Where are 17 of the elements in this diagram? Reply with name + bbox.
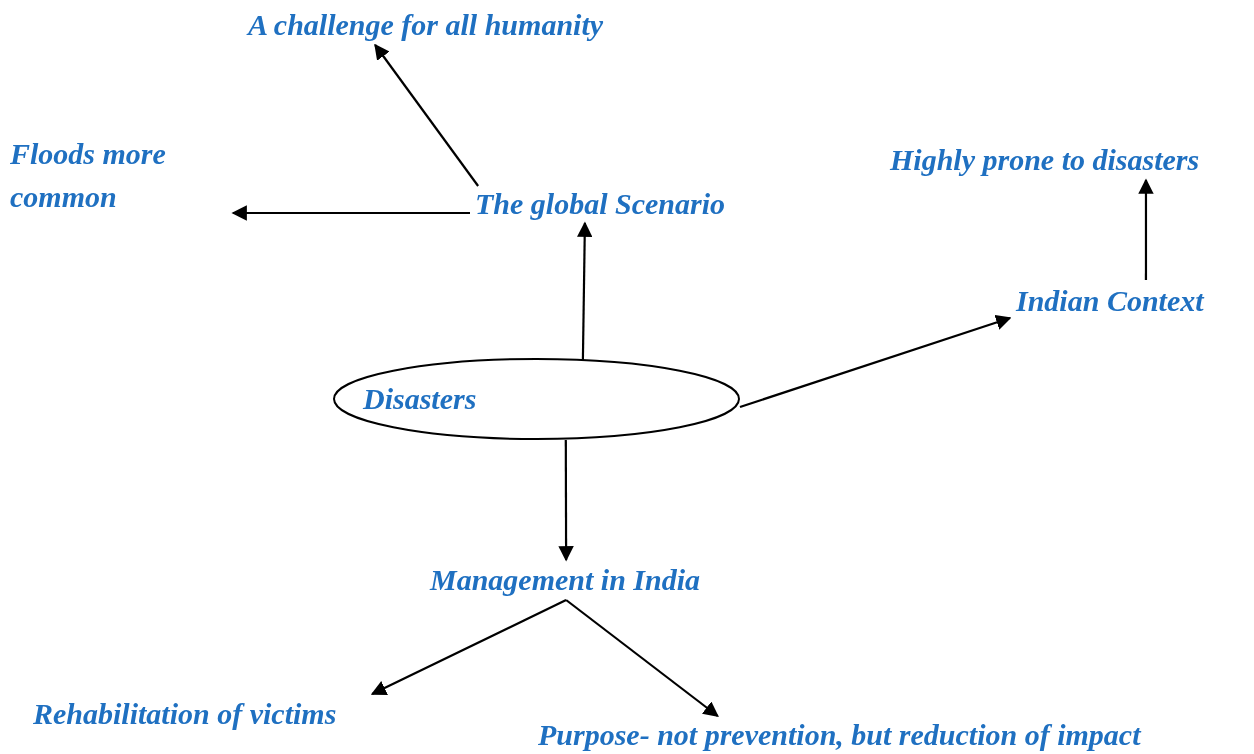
arrow xyxy=(739,315,1012,409)
concept-label: Management in India xyxy=(430,558,701,602)
concept-label: Highly prone to disasters xyxy=(890,138,1200,182)
concept-label: Floods more common xyxy=(10,131,233,219)
concept-label: Rehabilitation of victims xyxy=(33,692,337,736)
arrow xyxy=(231,205,470,221)
arrow xyxy=(558,440,574,562)
arrow xyxy=(577,221,593,360)
node-label: Disasters xyxy=(363,381,477,418)
concept-label: The global Scenario xyxy=(475,182,725,226)
arrow xyxy=(565,599,719,717)
concept-label: A challenge for all humanity xyxy=(248,3,604,47)
arrow xyxy=(374,43,479,187)
concept-label: Indian Context xyxy=(1016,279,1204,323)
arrow xyxy=(1138,178,1154,280)
concept-label: Purpose- not prevention, but reduction of impact xyxy=(538,713,1141,754)
arrow xyxy=(370,599,567,695)
